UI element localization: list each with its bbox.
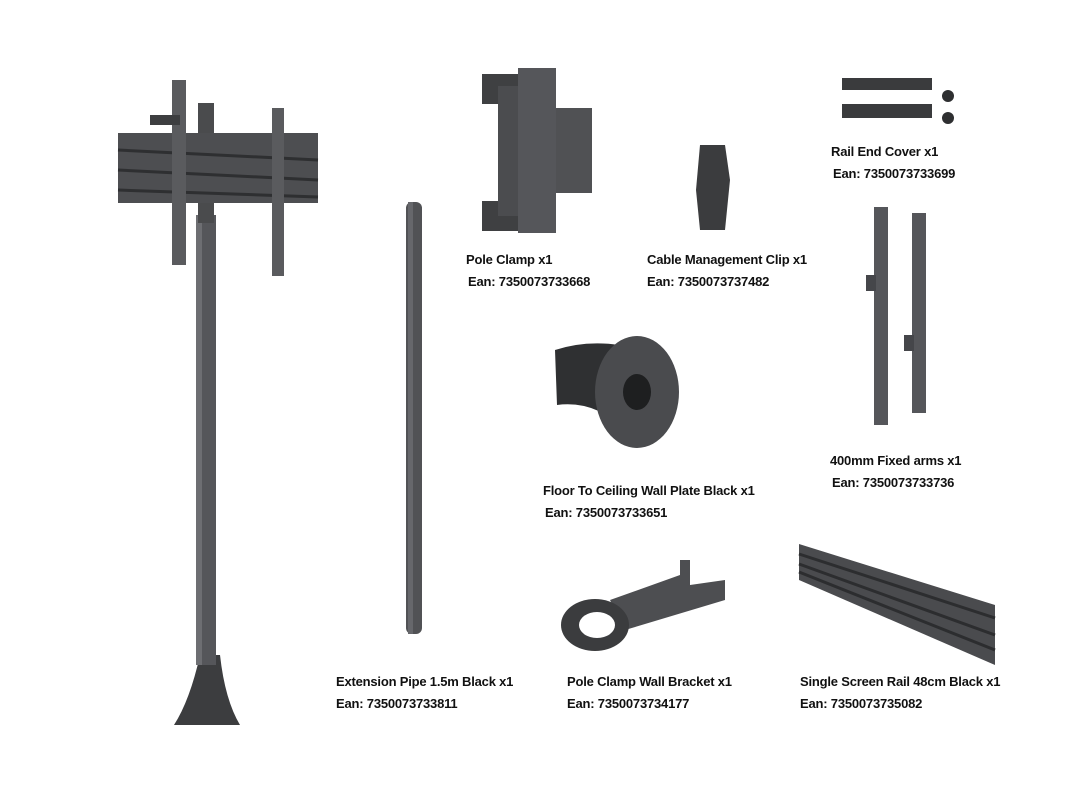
- part-ean: Ean: 7350073733668: [468, 274, 591, 289]
- part-ean: Ean: 7350073733811: [336, 696, 458, 711]
- part-name: Extension Pipe 1.5m Black x1: [336, 674, 514, 689]
- part-ean: Ean: 7350073734177: [567, 696, 690, 711]
- part-ean: Ean: 7350073735082: [800, 696, 923, 711]
- wall-plate-image: [555, 336, 679, 448]
- part-name: Pole Clamp Wall Bracket x1: [567, 674, 732, 689]
- part-ean: Ean: 7350073733651: [545, 505, 668, 520]
- part-label-wall-plate: Floor To Ceiling Wall Plate Black x1 Ean…: [543, 480, 755, 524]
- part-label-cable-clip: Cable Management Clip x1 Ean: 7350073737…: [647, 249, 807, 293]
- part-ean: Ean: 7350073733736: [832, 475, 955, 490]
- part-name: 400mm Fixed arms x1: [830, 453, 962, 468]
- fixed-arms-image: [866, 207, 926, 425]
- part-name: Pole Clamp x1: [466, 252, 553, 267]
- cable-management-clip-image: [696, 145, 730, 230]
- rail-end-cover-image: [842, 78, 954, 124]
- part-name: Cable Management Clip x1: [647, 252, 807, 267]
- part-label-fixed-arms: 400mm Fixed arms x1 Ean: 7350073733736: [830, 450, 962, 494]
- pole-clamp-wall-bracket-image: [561, 560, 725, 651]
- assembled-floor-stand-image: [117, 80, 319, 725]
- part-label-pole-clamp: Pole Clamp x1 Ean: 7350073733668: [466, 249, 590, 293]
- extension-pipe-image: [406, 202, 422, 634]
- part-ean: Ean: 7350073737482: [647, 274, 770, 289]
- part-name: Single Screen Rail 48cm Black x1: [800, 674, 1001, 689]
- part-label-extension-pipe: Extension Pipe 1.5m Black x1 Ean: 735007…: [336, 671, 513, 715]
- part-ean: Ean: 7350073733699: [833, 166, 956, 181]
- part-name: Rail End Cover x1: [831, 144, 939, 159]
- part-label-wall-bracket: Pole Clamp Wall Bracket x1 Ean: 73500737…: [567, 671, 732, 715]
- single-screen-rail-image: [798, 544, 996, 665]
- part-label-screen-rail: Single Screen Rail 48cm Black x1 Ean: 73…: [800, 671, 1000, 715]
- part-name: Floor To Ceiling Wall Plate Black x1: [543, 483, 755, 498]
- pole-clamp-image: [482, 68, 592, 233]
- part-label-rail-end-cover: Rail End Cover x1 Ean: 7350073733699: [831, 141, 955, 185]
